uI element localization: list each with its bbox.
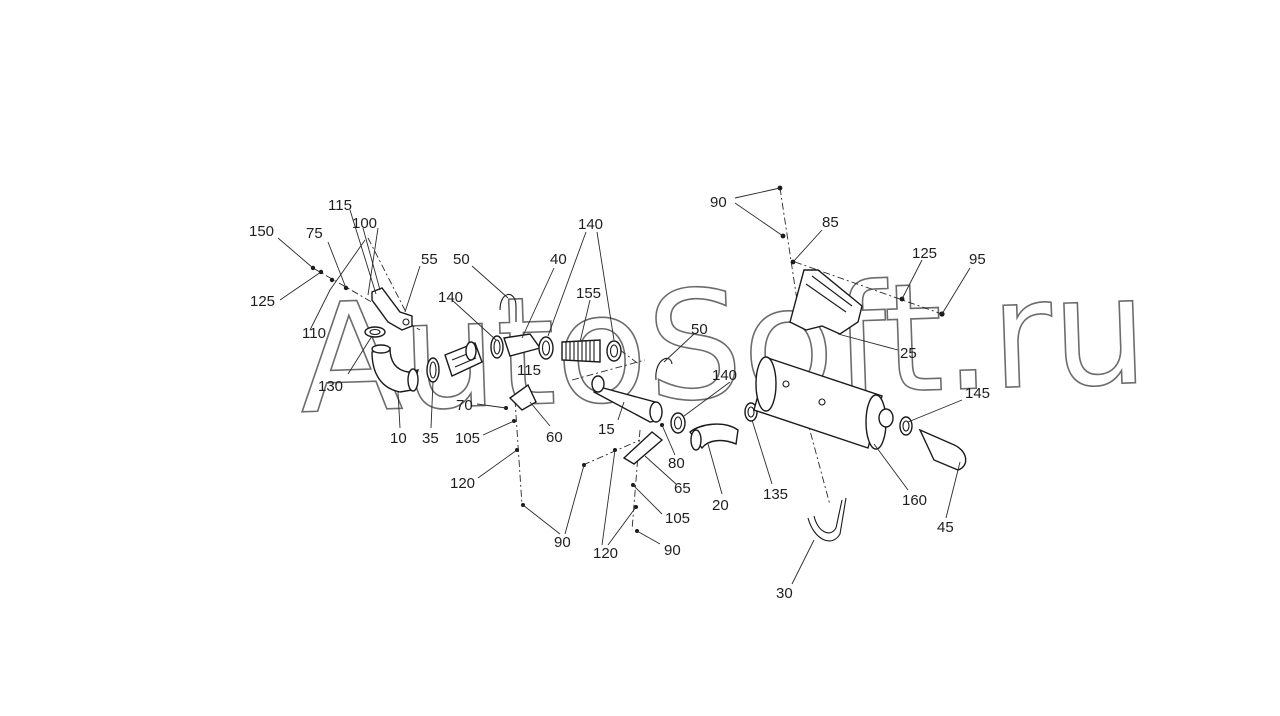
strap-30: [807, 497, 847, 542]
callout-115: 115: [328, 197, 352, 214]
left-bracket: [371, 287, 413, 331]
callout-45: 45: [937, 519, 954, 536]
callout-150: 150: [249, 223, 274, 240]
callout-135: 135: [763, 486, 788, 503]
bracket-25: [789, 269, 863, 335]
callout-110: 110: [302, 325, 326, 342]
clamp-ring-140-right: [606, 340, 622, 362]
callout-35: 35: [422, 430, 439, 447]
callout-105: 105: [455, 430, 480, 447]
callout-120-bottom: 120: [593, 545, 618, 562]
callout-90-bottom: 90: [554, 534, 571, 551]
callout-105-right: 105: [665, 510, 690, 527]
pipe-15: [591, 375, 663, 423]
elbow-pipe-10: [371, 344, 420, 393]
callout-labels: 150 115 100 75 125 110 55 50 140 40 140 …: [249, 194, 990, 602]
callout-140: 140: [438, 289, 463, 306]
bracket-60: [508, 383, 537, 411]
callout-25: 25: [900, 345, 917, 362]
tailpipe-45: [918, 428, 967, 471]
callout-125-right: 125: [912, 245, 937, 262]
callout-80: 80: [668, 455, 685, 472]
watermark-text: AutoSoft.ru: [296, 244, 1150, 448]
callout-50: 50: [453, 251, 470, 268]
callout-100: 100: [352, 215, 377, 232]
callout-120: 120: [450, 475, 475, 492]
callout-55: 55: [421, 251, 438, 268]
clamp-ring-140-left: [490, 335, 504, 359]
flex-hose-155: [561, 339, 601, 363]
callout-50-right: 50: [691, 321, 708, 338]
callout-125: 125: [250, 293, 275, 310]
connector-35: [444, 341, 483, 377]
bracket-65: [622, 431, 664, 465]
callout-90-top: 90: [710, 194, 727, 211]
callout-15: 15: [598, 421, 615, 438]
callout-140-top: 140: [578, 216, 603, 233]
callout-75: 75: [306, 225, 323, 242]
clamp-35: [426, 357, 440, 383]
callout-60: 60: [546, 429, 563, 446]
callout-130: 130: [318, 378, 343, 395]
callout-65: 65: [674, 480, 691, 497]
callout-30: 30: [776, 585, 793, 602]
callout-40: 40: [550, 251, 567, 268]
clamp-145: [899, 416, 913, 436]
gasket-130: [364, 326, 386, 338]
callout-85: 85: [822, 214, 839, 231]
callout-10: 10: [390, 430, 407, 447]
callout-70: 70: [456, 397, 473, 414]
clamp-ring-140-center: [538, 336, 554, 360]
muffler-160: [753, 356, 894, 450]
clamp-ring-140-lower: [670, 412, 686, 434]
callout-95: 95: [969, 251, 986, 268]
callout-20: 20: [712, 497, 729, 514]
callout-115-lower: 115: [517, 362, 541, 379]
callout-145: 145: [965, 385, 990, 402]
callout-90-bottom-right: 90: [664, 542, 681, 559]
callout-140-lower: 140: [712, 367, 737, 384]
u-bolt-50-left: [499, 293, 517, 322]
leader-lines: [277, 187, 971, 585]
u-bolt-50-right: [655, 357, 673, 381]
callout-155: 155: [576, 285, 601, 302]
callout-160: 160: [902, 492, 927, 509]
elbow-20: [689, 423, 739, 451]
